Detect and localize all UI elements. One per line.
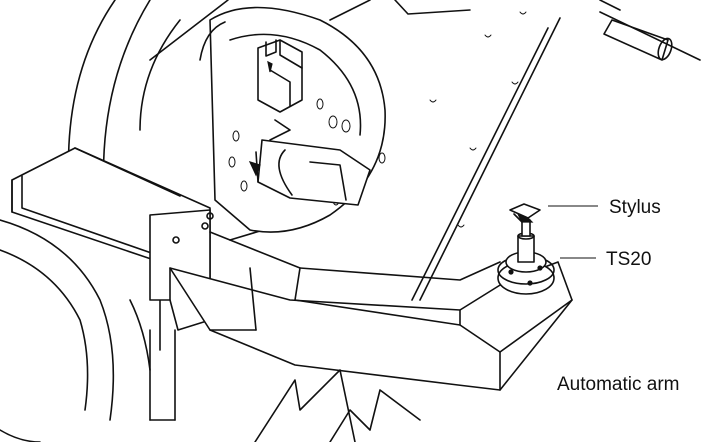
arm-label: Automatic arm <box>557 374 679 395</box>
chuck <box>199 6 386 233</box>
ts20-probe <box>497 232 555 295</box>
stylus <box>509 203 541 237</box>
break-lines <box>254 369 421 442</box>
automatic-arm <box>0 147 573 442</box>
stylus-label: Stylus <box>609 197 661 218</box>
ts20-label: TS20 <box>606 249 651 270</box>
